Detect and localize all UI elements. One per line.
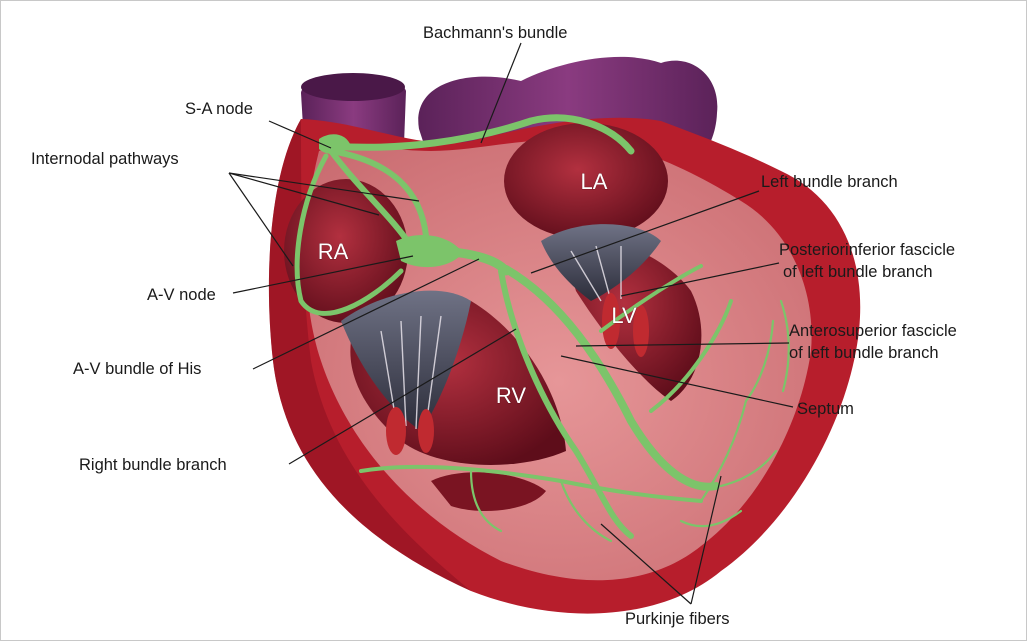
- label-septum: Septum: [797, 399, 854, 419]
- label-left-bundle-branch: Left bundle branch: [761, 172, 898, 192]
- label-sa-node: S-A node: [185, 99, 253, 119]
- chamber-label-lv: LV: [611, 303, 637, 328]
- label-av-node: A-V node: [147, 285, 216, 305]
- label-purkinje-fibers: Purkinje fibers: [625, 609, 730, 629]
- label-av-bundle-of-his: A-V bundle of His: [73, 359, 201, 379]
- label-right-bundle-branch: Right bundle branch: [79, 455, 227, 475]
- chamber-label-la: LA: [581, 169, 608, 194]
- label-posteriorinferior-line1: Posteriorinferior fascicle: [779, 240, 955, 260]
- label-internodal-pathways: Internodal pathways: [31, 149, 179, 169]
- label-posteriorinferior-line2: of left bundle branch: [783, 262, 933, 282]
- vena-cava-opening: [301, 73, 405, 101]
- label-anterosuperior-line2: of left bundle branch: [789, 343, 939, 363]
- chamber-label-ra: RA: [318, 239, 349, 264]
- label-anterosuperior-line1: Anterosuperior fascicle: [789, 321, 957, 341]
- label-bachmanns-bundle: Bachmann's bundle: [423, 23, 567, 43]
- chamber-label-rv: RV: [496, 383, 526, 408]
